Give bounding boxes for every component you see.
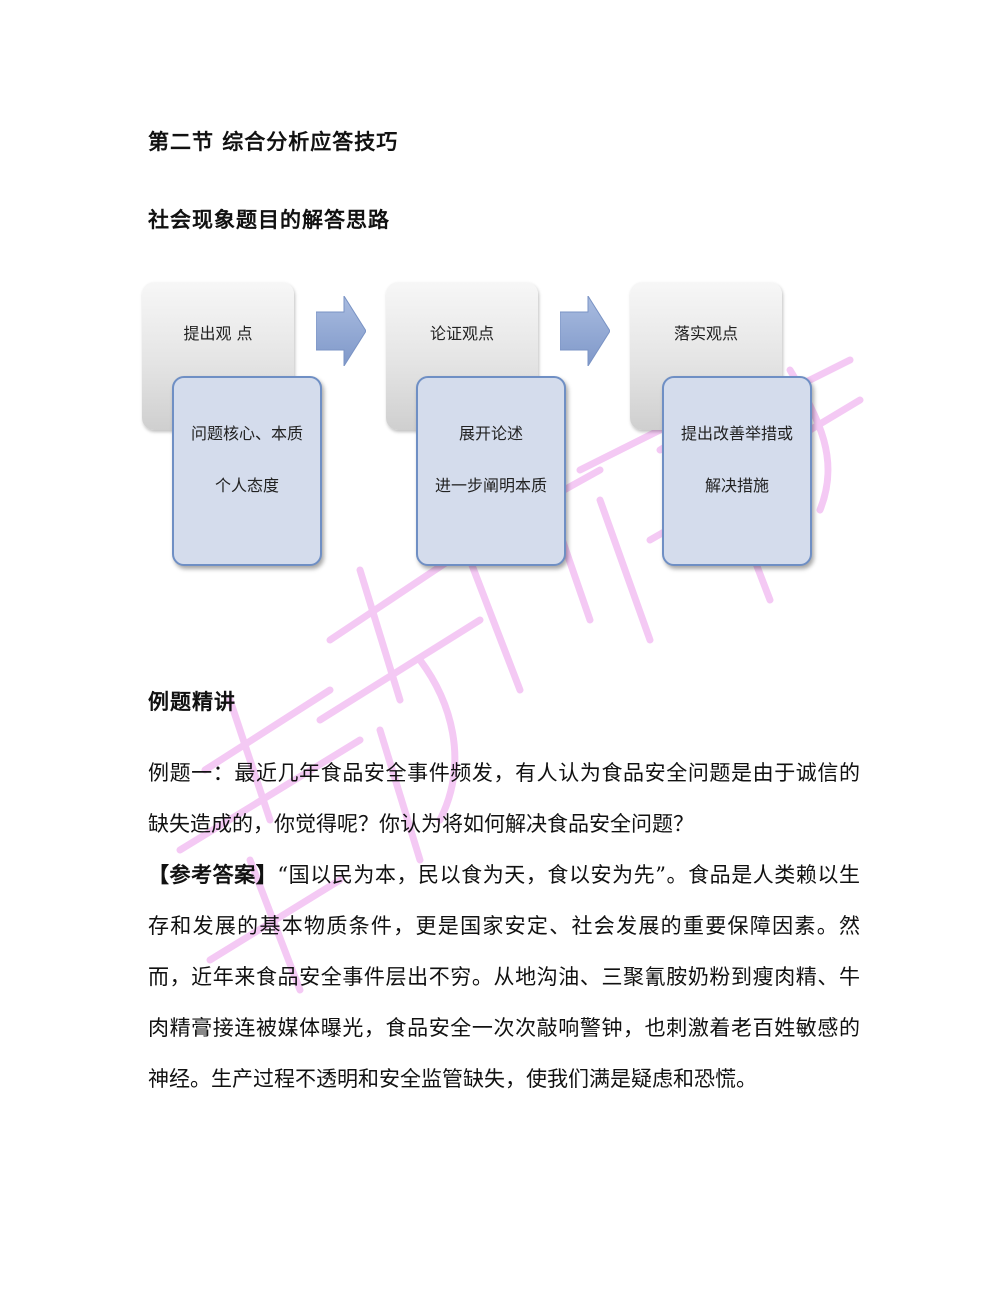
step-1-line1: 问题核心、本质 [190, 424, 303, 443]
examples-title: 例题精讲 [148, 690, 236, 714]
step-2-detail: 展开论述 进一步阐明本质 [416, 376, 566, 566]
sub-title: 社会现象题目的解答思路 [148, 208, 390, 232]
answer-text: “国以民为本，民以食为天，食以安为先”。食品是人类赖以生存和发展的基本物质条件，… [148, 863, 860, 1091]
answer-label: 【参考答案】 [148, 863, 278, 887]
step-2-line2: 进一步阐明本质 [434, 476, 547, 495]
step-1-detail: 问题核心、本质 个人态度 [172, 376, 322, 566]
arrow-right-icon [560, 296, 610, 366]
step-3-line2: 解决措施 [704, 476, 769, 495]
step-3-line1: 提出改善举措或 [680, 424, 793, 443]
step-1-title: 提出观 点 [183, 324, 253, 343]
step-3-detail: 提出改善举措或 解决措施 [662, 376, 812, 566]
example-1-answer: 【参考答案】“国以民为本，民以食为天，食以安为先”。食品是人类赖以生存和发展的基… [148, 850, 860, 1105]
section-title: 第二节 综合分析应答技巧 [148, 130, 399, 154]
step-1-line2: 个人态度 [214, 476, 279, 495]
step-2-title: 论证观点 [429, 324, 494, 343]
arrow-right-icon [316, 296, 366, 366]
example-1-question: 例题一：最近几年食品安全事件频发，有人认为食品安全问题是由于诚信的缺失造成的，你… [148, 761, 860, 836]
step-2-line1: 展开论述 [458, 424, 523, 443]
step-3-title: 落实观点 [673, 324, 738, 343]
